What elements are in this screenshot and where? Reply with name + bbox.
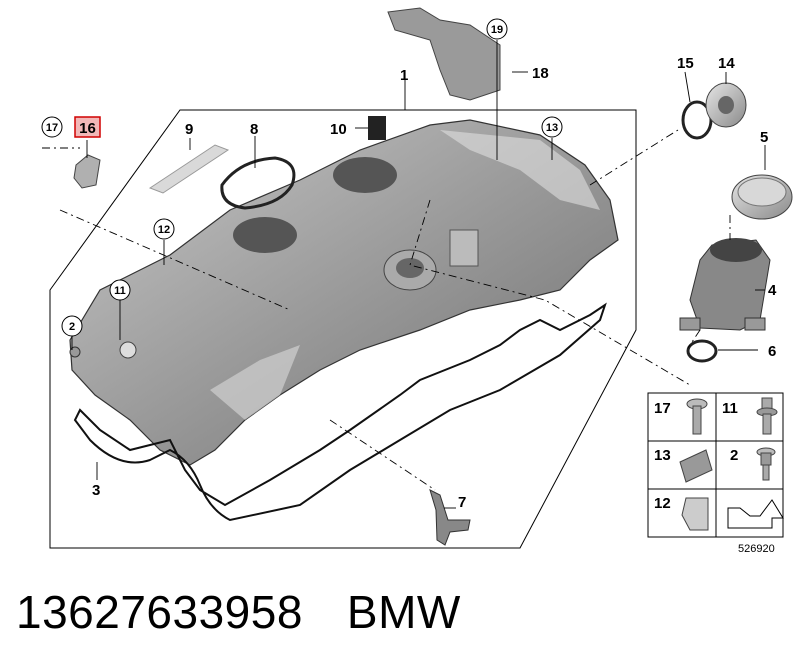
callout-15: 15	[677, 55, 694, 72]
callout-10: 10	[330, 121, 347, 138]
part-8-seal	[220, 156, 296, 210]
part-4-filler-neck	[679, 238, 771, 331]
svg-text:13: 13	[546, 122, 558, 134]
svg-text:2: 2	[69, 321, 75, 333]
legend-table: 17 11 13 2 12	[647, 392, 784, 538]
part-number: 13627633958	[16, 586, 303, 638]
callout-3: 3	[92, 482, 100, 499]
callout-4: 4	[768, 282, 777, 299]
callout-9: 9	[185, 121, 193, 138]
svg-text:19: 19	[491, 24, 503, 36]
part-18-bracket	[387, 7, 501, 101]
svg-text:11: 11	[114, 285, 126, 297]
legend-13: 13	[654, 447, 671, 464]
callout-19: 19	[486, 18, 508, 40]
part-5-cap	[731, 174, 793, 220]
callout-7: 7	[458, 494, 466, 511]
legend-2: 2	[730, 447, 738, 464]
legend-bolt-icon	[756, 447, 776, 481]
part-7-sensor	[429, 489, 471, 546]
caption: 13627633958 BMW	[16, 585, 461, 639]
callout-5: 5	[760, 129, 768, 146]
legend-arrow-icon	[727, 499, 784, 529]
legend-bracket-icon	[681, 497, 709, 531]
part-6-oring	[686, 339, 718, 363]
part-9-strip	[148, 144, 230, 194]
svg-text:17: 17	[46, 122, 58, 134]
brand-name: BMW	[346, 586, 461, 638]
callout-11: 11	[109, 279, 131, 301]
legend-11: 11	[722, 400, 738, 417]
legend-17: 17	[654, 400, 671, 417]
svg-text:12: 12	[158, 224, 170, 236]
callout-13: 13	[541, 116, 563, 138]
callout-17: 17	[41, 116, 63, 138]
gasket-illustration	[73, 302, 607, 522]
part-17-sensor	[73, 154, 101, 189]
legend-12: 12	[654, 495, 671, 512]
callout-8: 8	[250, 121, 258, 138]
legend-screw-icon	[686, 398, 708, 435]
reference-code: 526920	[738, 543, 775, 555]
legend-stud-icon	[756, 397, 778, 435]
callout-14: 14	[718, 55, 735, 72]
part-10-clip	[368, 116, 386, 140]
svg-text:16: 16	[79, 120, 96, 137]
callout-18: 18	[532, 65, 549, 82]
callout-1: 1	[400, 67, 408, 84]
part-14-valve	[705, 82, 747, 128]
callout-16-highlighted: 16	[74, 116, 101, 138]
dash-lines	[42, 129, 731, 491]
callout-2: 2	[61, 315, 83, 337]
leader-lines	[71, 40, 766, 509]
callout-6: 6	[768, 343, 776, 360]
legend-clip-icon	[679, 449, 713, 483]
callout-12: 12	[153, 218, 175, 240]
parts-diagram: 1 9 8 10 18 15 14 5 4 6 3 7 19 13 12 11 …	[41, 7, 793, 555]
assembly-frame	[49, 109, 637, 549]
valve-cover-illustration	[69, 119, 619, 466]
